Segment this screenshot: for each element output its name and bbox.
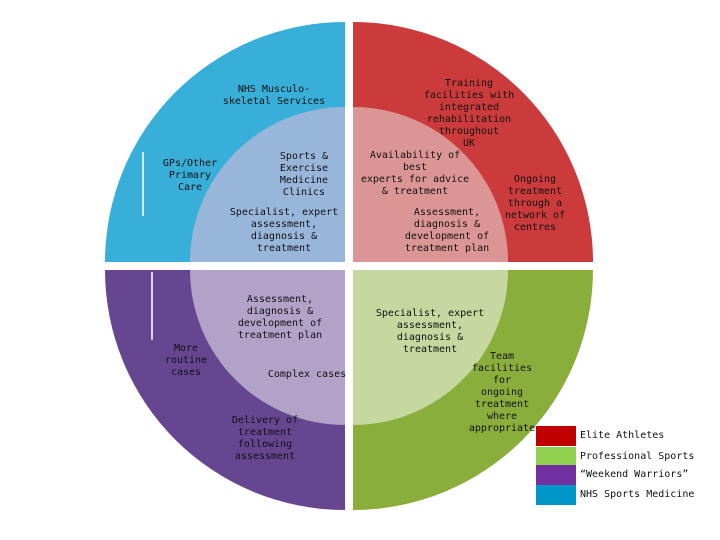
pro-quadrant-inner xyxy=(353,270,508,425)
best-experts-label: Availability of best experts for advice … xyxy=(360,150,470,197)
legend-label-nhs: NHS Sports Medicine xyxy=(580,489,695,500)
legend-label-warriors: “Weekend Warriors” xyxy=(580,469,689,480)
delivery-label: Delivery of treatment following assessme… xyxy=(231,415,299,462)
legend-label-elite: Elite Athletes xyxy=(580,430,665,441)
nhs-quadrant-inner xyxy=(190,107,345,262)
legend-swatch-elite xyxy=(536,426,576,446)
pro-specialist-label: Specialist, expert assessment, diagnosis… xyxy=(375,308,485,355)
training-facilities-label: Training facilities with integrated reha… xyxy=(423,78,515,149)
nhs-specialist-label: Specialist, expert assessment, diagnosis… xyxy=(229,207,339,254)
legend-swatch-nhs xyxy=(536,485,576,505)
legend-swatch-warriors xyxy=(536,465,576,485)
gps-label: GPs/Other Primary Care xyxy=(162,158,218,193)
ongoing-network-label: Ongoing treatment through a network of c… xyxy=(504,174,566,233)
routine-cases-label: More routine cases xyxy=(164,343,208,378)
team-facilities-label: Team facilities for ongoing treatment wh… xyxy=(468,351,536,434)
legend-swatch-professional xyxy=(536,447,576,467)
complex-cases-label: Complex cases xyxy=(267,369,347,380)
warriors-quadrant-inner xyxy=(190,270,345,425)
sem-clinics-label: Sports & Exercise Medicine Clinics xyxy=(279,151,329,198)
legend-label-professional: Professional Sports xyxy=(580,451,695,462)
warriors-assessment-label: Assessment, diagnosis & development of t… xyxy=(237,294,323,341)
elite-quadrant-inner xyxy=(353,107,508,262)
elite-assessment-label: Assessment, diagnosis & development of t… xyxy=(404,207,490,254)
nhs-msk-label: NHS Musculo- skeletal Services xyxy=(222,84,326,107)
